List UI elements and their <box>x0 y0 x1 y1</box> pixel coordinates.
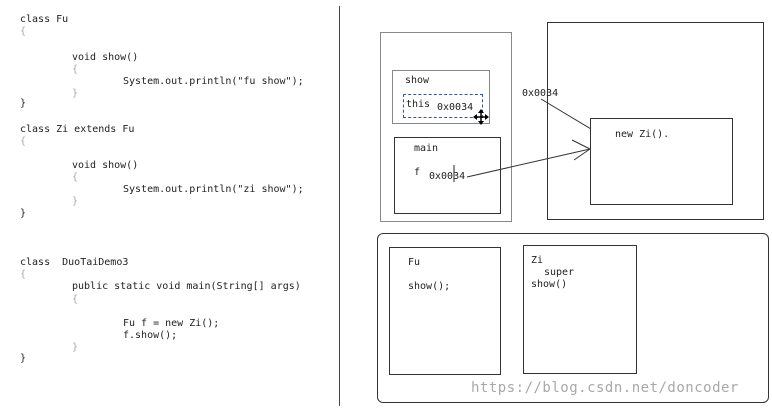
brace: { <box>20 26 27 37</box>
fu-class-line: class Fu <box>20 14 69 25</box>
f-label: f <box>414 167 421 178</box>
brace: { <box>20 269 27 280</box>
zi-class-box: Zi super show() <box>523 245 637 374</box>
brace: } <box>72 88 79 99</box>
brace: } <box>72 342 79 353</box>
fu-method-label: show(); <box>408 281 451 292</box>
main-signature-line: public static void main(String[] args) <box>72 281 301 292</box>
brace: } <box>20 353 27 364</box>
fu-class-label: Fu <box>408 257 421 268</box>
address-pointer-line <box>540 98 592 130</box>
main-line-f-show: f.show(); <box>123 330 178 341</box>
show-frame: show this 0x0034 <box>392 70 490 124</box>
zi-show-method-line: void show() <box>72 160 139 171</box>
zi-class-line: class Zi extends Fu <box>20 124 135 135</box>
demo-class-line: class DuoTaiDemo3 <box>20 257 129 268</box>
heap-address-label: 0x0034 <box>522 88 559 99</box>
reference-arrow-line <box>466 148 591 178</box>
brace: { <box>72 172 79 183</box>
brace: } <box>20 208 27 219</box>
brace: } <box>72 196 79 207</box>
heap-object: new Zi(). <box>590 118 733 205</box>
zi-super-label: super <box>544 267 575 278</box>
fu-print-line: System.out.println("fu show"); <box>123 76 304 87</box>
fu-show-method-line: void show() <box>72 52 139 63</box>
main-frame-label: main <box>414 143 439 154</box>
this-value: 0x0034 <box>437 102 474 113</box>
zi-print-line: System.out.println("zi show"); <box>123 184 304 195</box>
f-value: 0x0034 <box>429 171 466 182</box>
move-cursor-icon <box>473 109 489 125</box>
method-area <box>377 233 769 403</box>
fu-class-box: Fu show(); <box>389 247 501 375</box>
brace: } <box>20 98 27 109</box>
brace: { <box>20 136 27 147</box>
brace: { <box>72 294 79 305</box>
vertical-divider <box>339 6 340 406</box>
selection-box <box>403 94 483 118</box>
zi-method-label: show() <box>531 279 568 290</box>
stack-area <box>380 32 512 222</box>
watermark: https://blog.csdn.net/doncoder <box>471 380 739 396</box>
main-line-new-zi: Fu f = new Zi(); <box>123 318 220 329</box>
brace: { <box>72 64 79 75</box>
zi-class-label: Zi <box>531 255 544 266</box>
heap-object-label: new Zi(). <box>615 129 670 140</box>
reference-arrow-head <box>571 139 591 161</box>
heap-area <box>547 22 764 220</box>
main-frame: main f 0x0034 <box>394 137 501 214</box>
show-frame-label: show <box>405 75 430 86</box>
this-label: this <box>406 99 431 110</box>
